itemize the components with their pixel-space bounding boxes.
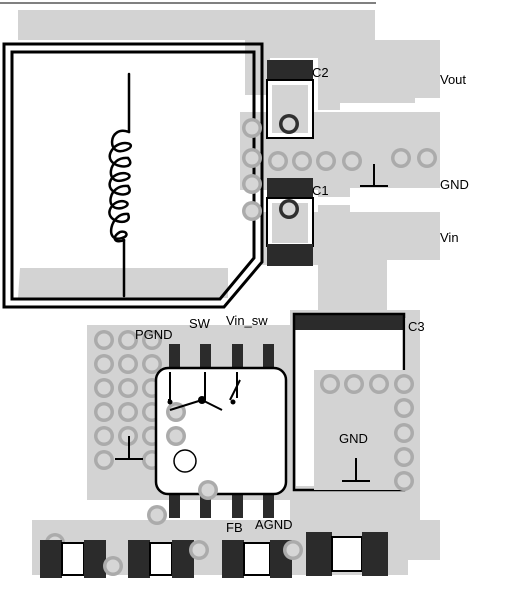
sw-label: SW — [189, 316, 210, 331]
bottom-components — [40, 532, 388, 578]
c2-label: C2 — [312, 65, 329, 80]
capacitor-c3 — [292, 312, 414, 492]
ground-symbol-icon — [115, 436, 143, 460]
vin-label: Vin — [440, 230, 459, 245]
capacitor-c2 — [266, 60, 314, 139]
inductor-outline — [2, 42, 264, 309]
agnd-label: AGND — [255, 517, 293, 532]
fb-label: FB — [226, 520, 243, 535]
gnd-label: GND — [440, 177, 469, 192]
c3-label: C3 — [408, 319, 425, 334]
c3-gnd-label: GND — [339, 431, 368, 446]
ground-symbol-icon — [342, 458, 370, 482]
capacitor-c1 — [266, 178, 314, 266]
vout-label: Vout — [440, 72, 467, 87]
vin-sw-label: Vin_sw — [226, 313, 268, 328]
c1-label: C1 — [312, 183, 329, 198]
inductor-coil-icon — [108, 72, 133, 298]
ic-package — [154, 344, 288, 518]
pgnd-label: PGND — [135, 327, 173, 342]
ground-symbol-icon — [360, 164, 388, 187]
